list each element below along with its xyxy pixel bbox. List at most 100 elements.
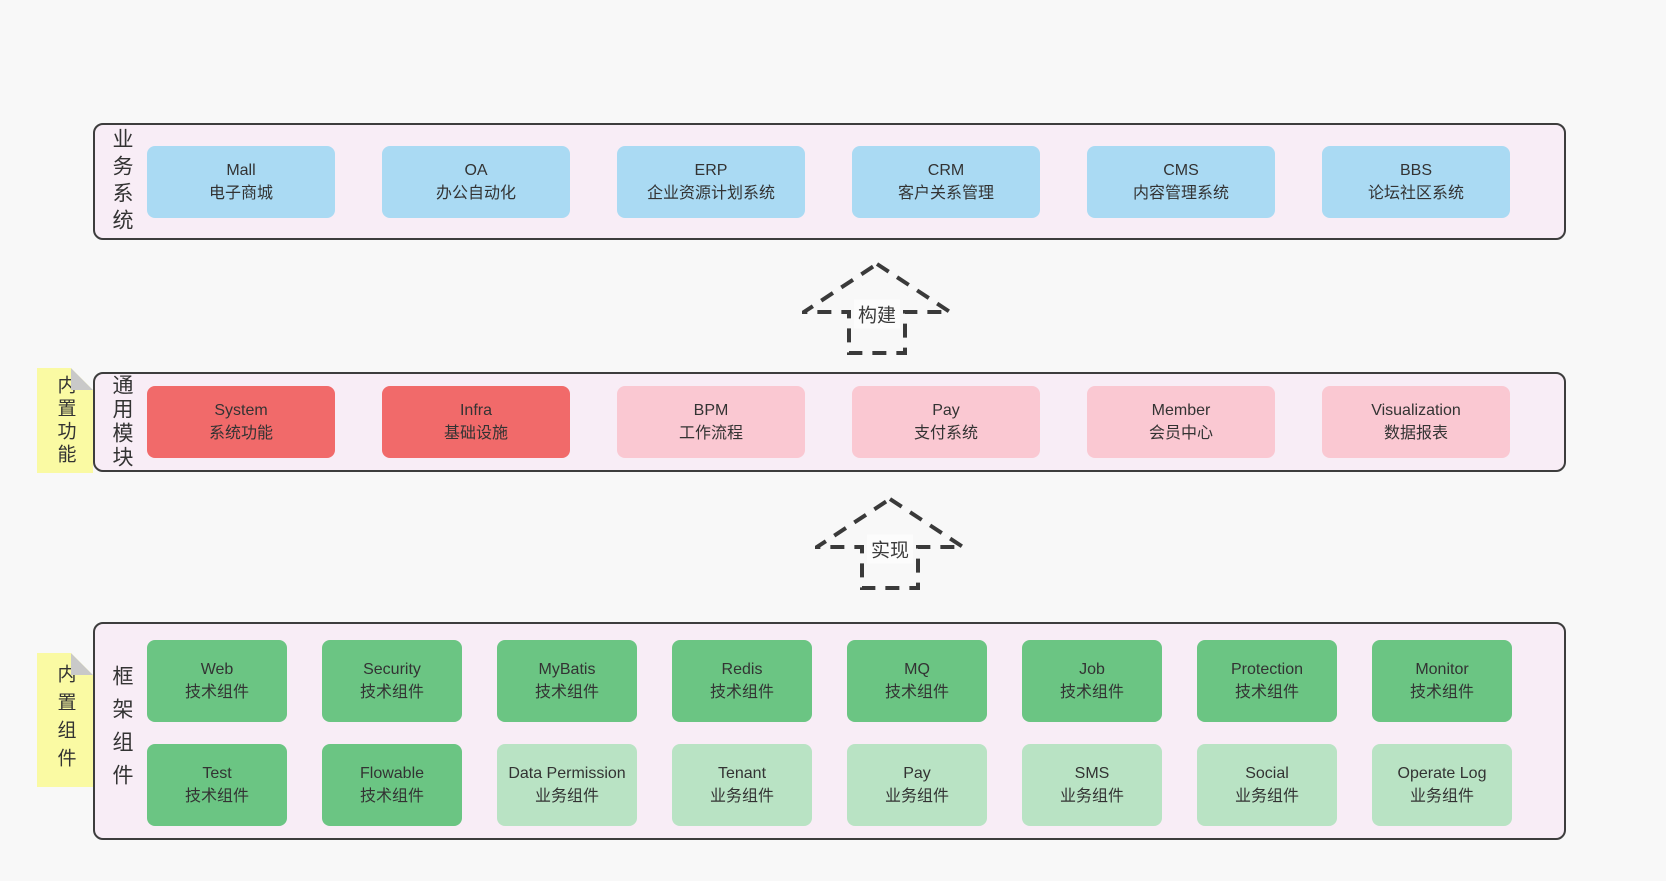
box-desc: 技术组件 — [1409, 684, 1474, 701]
box-name: Test — [202, 765, 232, 782]
box-oa: OA 办公自动化 — [382, 145, 570, 218]
common-modules-panel: 通用模块 System 系统功能 Infra 基础设施 BPM 工作流程 Pay… — [93, 372, 1566, 472]
box-name: MQ — [904, 661, 930, 678]
box-desc: 技术组件 — [884, 684, 949, 701]
box-name: Monitor — [1415, 661, 1469, 678]
box-desc: 技术组件 — [709, 684, 774, 701]
box-desc: 工作流程 — [678, 425, 743, 442]
box-name: Infra — [459, 402, 492, 419]
box-operate-log: Operate Log 业务组件 — [1372, 744, 1512, 826]
box-monitor: Monitor 技术组件 — [1372, 640, 1512, 722]
box-name: Web — [200, 661, 234, 678]
up-arrow-icon — [802, 261, 952, 355]
framework-components-grid: Web 技术组件 Security 技术组件 MyBatis 技术组件 Redi… — [147, 640, 1512, 826]
box-name: Protection — [1230, 661, 1304, 678]
box-desc: 技术组件 — [184, 684, 249, 701]
box-sms: SMS 业务组件 — [1022, 744, 1162, 826]
box-name: BBS — [1399, 161, 1432, 179]
box-visualization: Visualization 数据报表 — [1322, 386, 1510, 458]
box-tenant: Tenant 业务组件 — [672, 744, 812, 826]
builtin-features-sticky-label: 内置功能 — [54, 374, 76, 467]
box-name: Flowable — [359, 765, 425, 782]
box-name: Pay — [903, 765, 931, 782]
box-desc: 办公自动化 — [435, 184, 516, 202]
box-desc: 业务组件 — [534, 788, 599, 805]
box-flowable: Flowable 技术组件 — [322, 744, 462, 826]
box-desc: 会员中心 — [1148, 425, 1213, 442]
box-name: MyBatis — [538, 661, 596, 678]
box-name: SMS — [1074, 765, 1110, 782]
box-redis: Redis 技术组件 — [672, 640, 812, 722]
common-modules-row: System 系统功能 Infra 基础设施 BPM 工作流程 Pay 支付系统… — [147, 386, 1510, 458]
box-desc: 业务组件 — [1409, 788, 1474, 805]
implement-arrow-label: 实现 — [866, 534, 914, 564]
box-mybatis: MyBatis 技术组件 — [497, 640, 637, 722]
box-desc: 业务组件 — [709, 788, 774, 805]
box-web: Web 技术组件 — [147, 640, 287, 722]
box-name: Redis — [721, 661, 763, 678]
box-cms: CMS 内容管理系统 — [1087, 145, 1275, 218]
up-arrow-icon — [815, 496, 965, 590]
box-desc: 支付系统 — [913, 425, 978, 442]
sticky-fold-icon — [71, 368, 93, 390]
box-desc: 技术组件 — [1234, 684, 1299, 701]
box-bbs: BBS 论坛社区系统 — [1322, 145, 1510, 218]
box-name: Pay — [932, 402, 960, 419]
sticky-fold-icon — [71, 653, 93, 675]
box-job: Job 技术组件 — [1022, 640, 1162, 722]
implement-arrow: 实现 — [815, 496, 965, 591]
box-desc: 电子商城 — [208, 184, 273, 202]
box-social: Social 业务组件 — [1197, 744, 1337, 826]
framework-components-label: 框架组件 — [110, 665, 133, 797]
box-pay-component: Pay 业务组件 — [847, 744, 987, 826]
builtin-features-sticky: 内置功能 — [37, 368, 93, 473]
box-test: Test 技术组件 — [147, 744, 287, 826]
builtin-components-sticky-label: 内置组件 — [54, 664, 76, 776]
box-name: Mall — [226, 161, 256, 179]
box-desc: 业务组件 — [884, 788, 949, 805]
box-name: Visualization — [1371, 402, 1461, 419]
business-systems-label: 业务系统 — [110, 127, 133, 236]
common-modules-label: 通用模块 — [110, 374, 133, 470]
box-bpm: BPM 工作流程 — [617, 386, 805, 458]
box-desc: 数据报表 — [1383, 425, 1448, 442]
box-desc: 技术组件 — [534, 684, 599, 701]
box-desc: 技术组件 — [359, 788, 424, 805]
box-desc: 论坛社区系统 — [1367, 184, 1464, 202]
box-desc: 系统功能 — [208, 425, 273, 442]
box-desc: 客户关系管理 — [897, 184, 994, 202]
box-member: Member 会员中心 — [1087, 386, 1275, 458]
box-desc: 业务组件 — [1059, 788, 1124, 805]
business-systems-row: Mall 电子商城 OA 办公自动化 ERP 企业资源计划系统 CRM 客户关系… — [147, 145, 1510, 218]
box-desc: 技术组件 — [1059, 684, 1124, 701]
box-mq: MQ 技术组件 — [847, 640, 987, 722]
box-name: Member — [1151, 402, 1211, 419]
box-name: Data Permission — [508, 765, 626, 782]
box-desc: 基础设施 — [443, 425, 508, 442]
box-pay-module: Pay 支付系统 — [852, 386, 1040, 458]
box-name: Job — [1079, 661, 1105, 678]
build-arrow: 构建 — [802, 261, 952, 356]
box-infra: Infra 基础设施 — [382, 386, 570, 458]
box-desc: 技术组件 — [184, 788, 249, 805]
box-desc: 内容管理系统 — [1132, 184, 1229, 202]
box-name: Operate Log — [1397, 765, 1487, 782]
box-name: Tenant — [717, 765, 767, 782]
box-security: Security 技术组件 — [322, 640, 462, 722]
box-erp: ERP 企业资源计划系统 — [617, 145, 805, 218]
box-protection: Protection 技术组件 — [1197, 640, 1337, 722]
box-name: BPM — [693, 402, 729, 419]
box-desc: 业务组件 — [1234, 788, 1299, 805]
box-name: ERP — [694, 161, 728, 179]
box-system: System 系统功能 — [147, 386, 335, 458]
box-name: Security — [363, 661, 421, 678]
box-desc: 企业资源计划系统 — [646, 184, 775, 202]
business-systems-panel: 业务系统 Mall 电子商城 OA 办公自动化 ERP 企业资源计划系统 CRM… — [93, 123, 1566, 240]
box-desc: 技术组件 — [359, 684, 424, 701]
framework-components-panel: 框架组件 Web 技术组件 Security 技术组件 MyBatis 技术组件… — [93, 622, 1566, 840]
box-name: CMS — [1163, 161, 1199, 179]
box-name: Social — [1245, 765, 1289, 782]
builtin-components-sticky: 内置组件 — [37, 653, 93, 787]
box-data-permission: Data Permission 业务组件 — [497, 744, 637, 826]
